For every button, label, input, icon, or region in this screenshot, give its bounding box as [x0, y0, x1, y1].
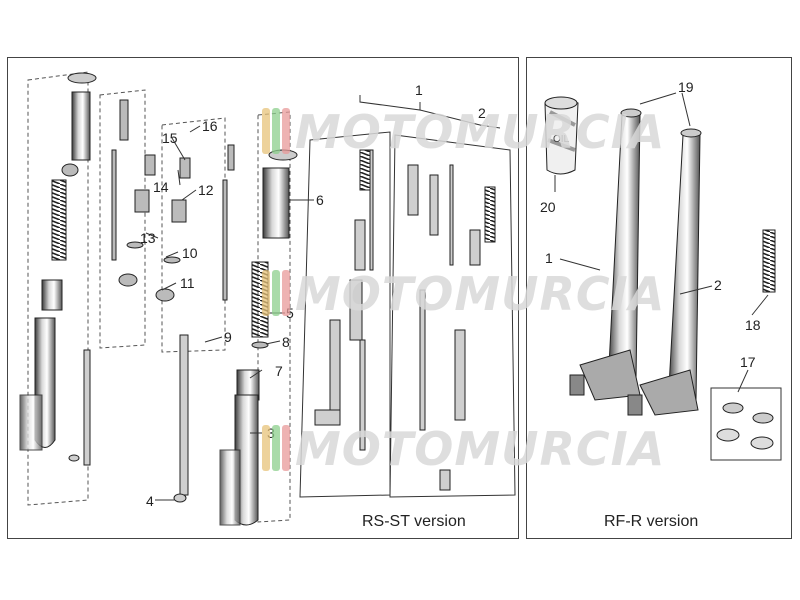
left-lower-sliders	[19, 317, 259, 526]
rf-r-spring	[762, 229, 776, 293]
watermark-bar	[282, 270, 290, 316]
seal-kit-box	[710, 387, 782, 461]
left-damper-rods	[68, 334, 189, 503]
left-inner-tubes	[71, 91, 290, 239]
watermark-logo-bars-2	[262, 270, 292, 316]
rs-st-cartridge-parts	[314, 149, 481, 491]
callout-2: 2	[478, 105, 486, 121]
callout-7: 7	[275, 363, 283, 379]
left-callouts: 1 2 3 4 5 6 7 8 9 10 11 12 13 14 15 16	[140, 82, 486, 509]
callout-10: 10	[182, 245, 198, 261]
callout-1: 1	[415, 82, 423, 98]
callout-15: 15	[162, 130, 178, 146]
watermark-text-3: MOTOMURCIA	[295, 422, 666, 476]
oil-can	[544, 96, 579, 175]
watermark-bar	[262, 270, 270, 316]
watermark-logo-bars-3	[262, 425, 292, 471]
rs-st-cartridge-boxes	[299, 131, 516, 498]
left-springs	[51, 149, 496, 338]
watermark-bar	[272, 108, 280, 154]
callout-12: 12	[198, 182, 214, 198]
watermark-bar	[282, 425, 290, 471]
right-callouts: 1 2 17 18 19 20	[540, 79, 761, 370]
left-small-parts	[41, 99, 269, 401]
callout-9: 9	[224, 329, 232, 345]
watermark-logo-bars-1	[262, 108, 292, 154]
watermark-bar	[272, 270, 280, 316]
callout-r-20: 20	[540, 199, 556, 215]
left-top-caps	[67, 72, 298, 161]
callout-16: 16	[202, 118, 218, 134]
rf-r-fork-legs	[569, 108, 702, 416]
callout-5: 5	[286, 305, 294, 321]
callout-r-18: 18	[745, 317, 761, 333]
watermark-bar	[272, 425, 280, 471]
watermark-bar	[282, 108, 290, 154]
callout-11: 11	[180, 275, 195, 291]
callout-13: 13	[140, 230, 156, 246]
leader-lines	[145, 92, 769, 501]
callout-14: 14	[153, 179, 169, 195]
watermark-text-1: MOTOMURCIA	[295, 105, 666, 159]
watermark-text-2: MOTOMURCIA	[295, 267, 666, 321]
watermark-bar	[262, 425, 270, 471]
rf-r-version-caption: RF-R version	[604, 513, 699, 530]
callout-r-1: 1	[545, 250, 553, 266]
callout-r-17: 17	[740, 354, 756, 370]
callout-4: 4	[146, 493, 154, 509]
callout-r-19: 19	[678, 79, 694, 95]
callout-6: 6	[316, 192, 324, 208]
rs-st-version-caption: RS-ST version	[362, 513, 466, 530]
callout-3: 3	[267, 425, 275, 441]
rs-st-brackets	[359, 95, 501, 129]
watermark-bar	[262, 108, 270, 154]
oil-can-label: OIL	[553, 134, 570, 145]
callout-8: 8	[282, 334, 290, 350]
callout-r-2: 2	[714, 277, 722, 293]
